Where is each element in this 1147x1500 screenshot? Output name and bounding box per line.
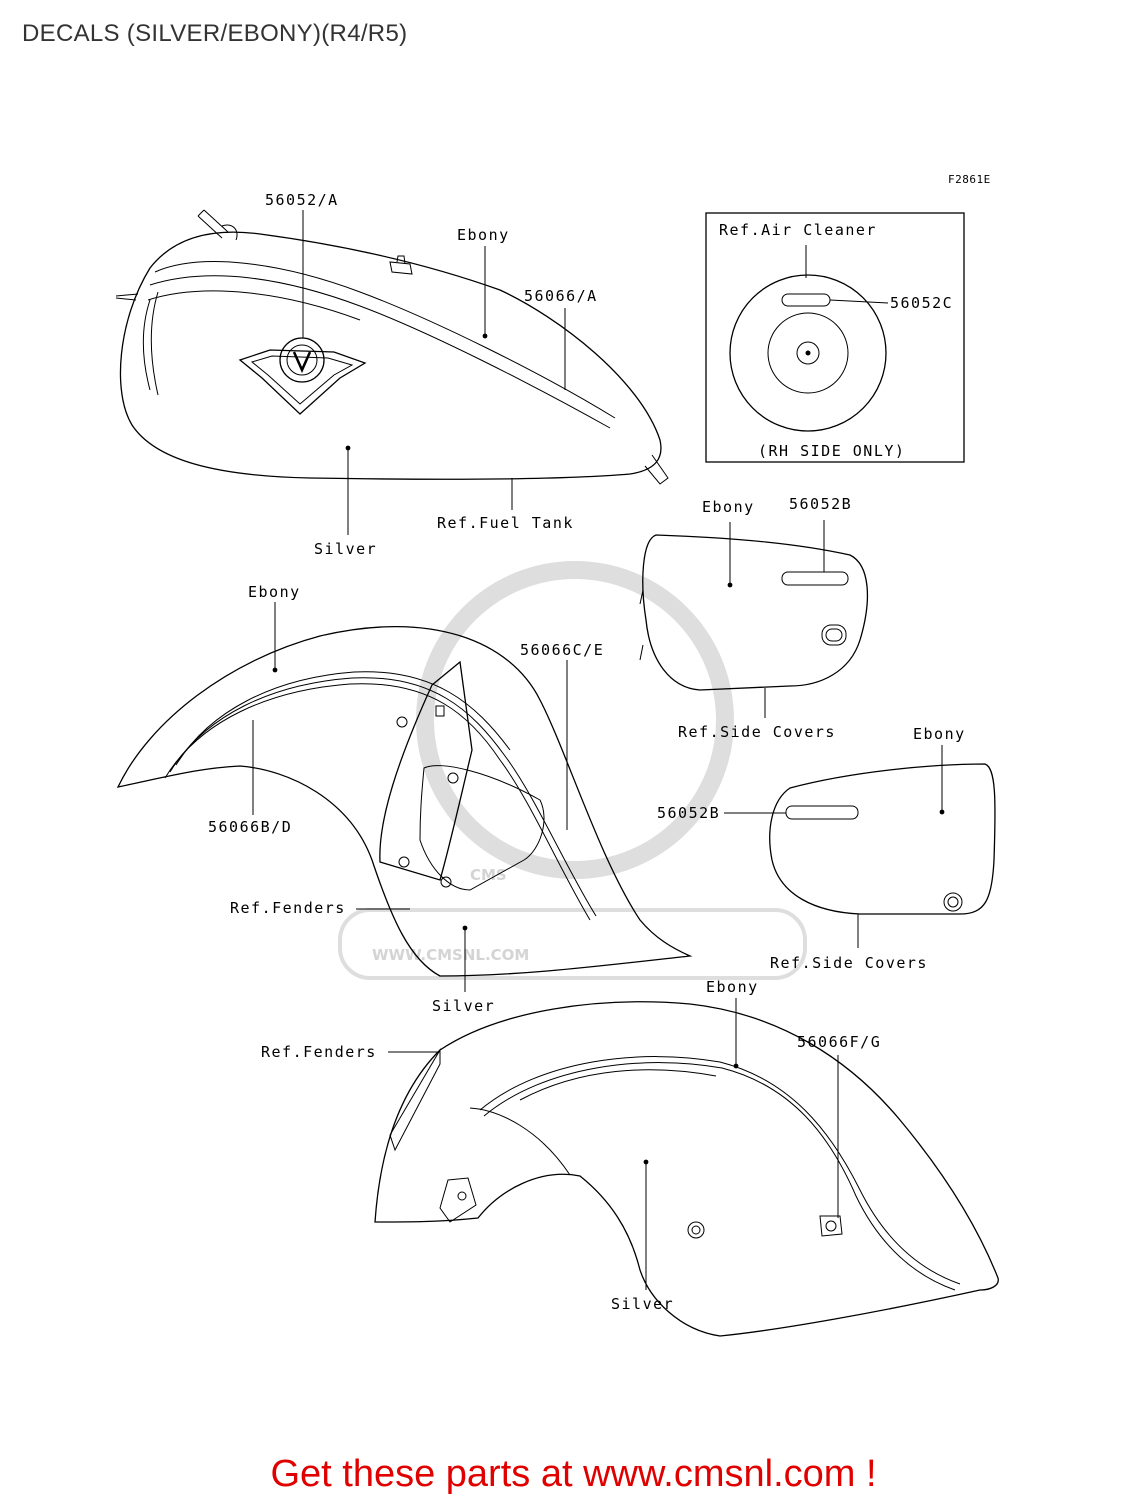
rear-fender-ebony-label: Ebony [706, 978, 759, 996]
fuel-tank-stripe-label: 56066/A [524, 287, 598, 305]
rear-fender-silver-label: Silver [611, 1295, 674, 1313]
side-cover-lower-part-label: 56052B [657, 804, 720, 822]
front-fender-ref-label: Ref.Fenders [230, 899, 346, 917]
fuel-tank-silver-label: Silver [314, 540, 377, 558]
fuel-tank: 56052/A Ebony 56066/A Silver Ref.Fuel Ta… [115, 191, 669, 558]
air-cleaner-detail: Ref.Air Cleaner 56052C (RH SIDE ONLY) [705, 212, 965, 463]
tank-badge [238, 337, 367, 415]
air-cleaner-ref-label: Ref.Air Cleaner [719, 221, 877, 239]
rear-fender-ref-label: Ref.Fenders [261, 1043, 377, 1061]
side-cover-upper-ref-label: Ref.Side Covers [678, 723, 836, 741]
fuel-tank-part-label: 56052/A [265, 191, 339, 209]
fuel-tank-ebony-label: Ebony [457, 226, 510, 244]
side-cover-lower-ref-label: Ref.Side Covers [770, 954, 928, 972]
rear-fender: Ebony Ref.Fenders 56066F/G Silver [261, 978, 999, 1337]
figure-code: F2861E [948, 173, 991, 186]
front-fender-silver-label: Silver [432, 997, 495, 1015]
side-cover-upper-part-label: 56052B [789, 495, 852, 513]
air-cleaner-note: (RH SIDE ONLY) [758, 442, 905, 460]
decals-diagram: CMS WWW.CMSNL.COM F2861E 56052/A [115, 173, 999, 1337]
front-fender: Ebony 56066C/E 56066B/D Ref.Fenders Silv… [116, 583, 693, 1015]
fuel-tank-ref-label: Ref.Fuel Tank [437, 514, 574, 532]
page-title: DECALS (SILVER/EBONY)(R4/R5) [22, 20, 408, 47]
front-fender-stripe-ce-label: 56066C/E [520, 641, 604, 659]
front-fender-ebony-label: Ebony [248, 583, 301, 601]
watermark-brand: CMS [470, 866, 507, 884]
watermark-url: WWW.CMSNL.COM [372, 946, 529, 964]
air-cleaner-part-label: 56052C [890, 294, 953, 312]
side-cover-upper-ebony-label: Ebony [702, 498, 755, 516]
watermark: CMS WWW.CMSNL.COM [338, 561, 807, 980]
side-cover-lower: Ebony 56052B Ref.Side Covers [657, 725, 996, 972]
front-fender-stripe-bd-label: 56066B/D [208, 818, 292, 836]
footer-link[interactable]: Get these parts at www.cmsnl.com ! [270, 1453, 877, 1495]
side-cover-upper: Ebony 56052B Ref.Side Covers [639, 495, 869, 741]
side-cover-lower-ebony-label: Ebony [913, 725, 966, 743]
rear-fender-stripe-label: 56066F/G [797, 1033, 881, 1051]
